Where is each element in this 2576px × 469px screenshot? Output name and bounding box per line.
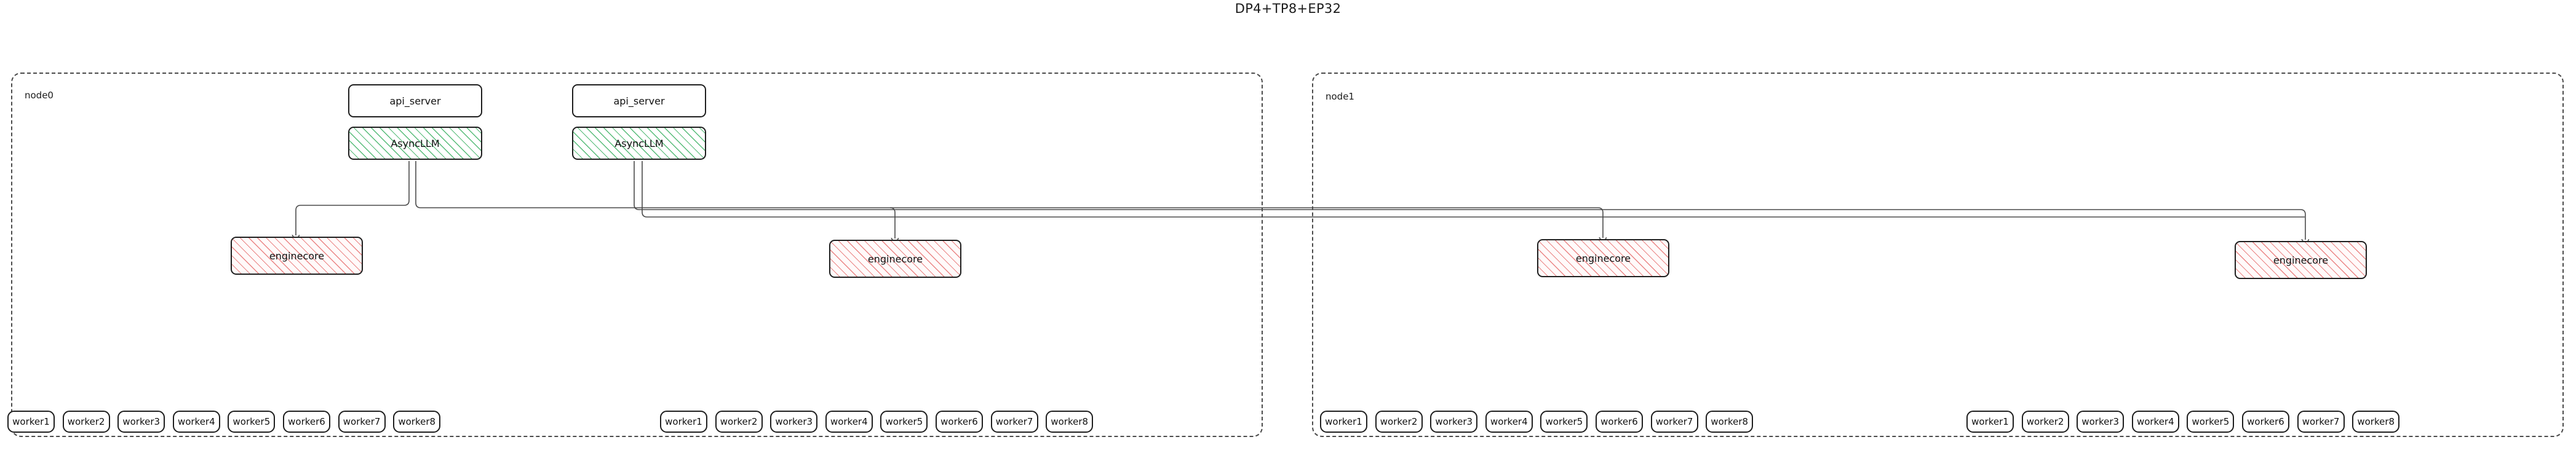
worker-box-node0-g1-2[interactable]: worker2 (715, 411, 763, 433)
node-label-node0: node0 (25, 90, 54, 101)
asyncllm-node0-1[interactable]: AsyncLLM (572, 127, 706, 160)
node-container-node0 (11, 73, 1263, 437)
worker-box-node1-g1-3[interactable]: worker3 (2077, 411, 2125, 433)
asyncllm-label: AsyncLLM (614, 137, 664, 149)
worker-box-node1-g0-3[interactable]: worker3 (1430, 411, 1478, 433)
asyncllm-node0-0[interactable]: AsyncLLM (348, 127, 482, 160)
worker-box-node1-g1-1[interactable]: worker1 (1966, 411, 2014, 433)
node-label-node1: node1 (1326, 91, 1354, 102)
worker-box-node1-g1-2[interactable]: worker2 (2021, 411, 2069, 433)
api-server-node0-1[interactable]: api_server (572, 84, 706, 117)
worker-box-node0-g0-4[interactable]: worker4 (172, 411, 220, 433)
worker-box-node1-g1-5[interactable]: worker5 (2187, 411, 2235, 433)
page-title: DP4+TP8+EP32 (1234, 1, 1342, 16)
worker-label: worker1 (1325, 416, 1362, 427)
worker-label: worker4 (1490, 416, 1528, 427)
worker-box-node0-g0-5[interactable]: worker5 (228, 411, 276, 433)
worker-box-node1-g0-4[interactable]: worker4 (1485, 411, 1533, 433)
worker-box-node1-g0-1[interactable]: worker1 (1320, 411, 1367, 433)
worker-label: worker7 (2302, 416, 2340, 427)
worker-label: worker7 (995, 416, 1033, 427)
worker-box-node1-g0-5[interactable]: worker5 (1540, 411, 1588, 433)
worker-box-node0-g0-1[interactable]: worker1 (7, 411, 55, 433)
worker-label: worker8 (1051, 416, 1089, 427)
worker-box-node0-g1-3[interactable]: worker3 (770, 411, 818, 433)
worker-label: worker7 (343, 416, 381, 427)
worker-label: worker3 (2081, 416, 2120, 427)
enginecore-label: enginecore (1575, 252, 1631, 264)
worker-box-node0-g0-2[interactable]: worker2 (62, 411, 110, 433)
worker-label: worker5 (1545, 416, 1583, 427)
worker-label: worker1 (12, 416, 50, 427)
worker-box-node0-g0-6[interactable]: worker6 (283, 411, 330, 433)
enginecore-label: enginecore (269, 250, 325, 262)
worker-label: worker4 (2136, 416, 2174, 427)
api-server-label: api_server (613, 95, 665, 107)
worker-box-node1-g1-6[interactable]: worker6 (2242, 411, 2289, 433)
worker-box-node0-g1-6[interactable]: worker6 (936, 411, 983, 433)
worker-label: worker3 (1435, 416, 1473, 427)
worker-label: worker2 (1380, 416, 1418, 427)
worker-box-node1-g0-2[interactable]: worker2 (1375, 411, 1423, 433)
enginecore-label: enginecore (867, 253, 923, 265)
worker-box-node0-g1-8[interactable]: worker8 (1046, 411, 1094, 433)
worker-box-node0-g0-8[interactable]: worker8 (393, 411, 441, 433)
worker-box-node1-g0-6[interactable]: worker6 (1596, 411, 1643, 433)
worker-label: worker5 (233, 416, 271, 427)
worker-box-node1-g0-8[interactable]: worker8 (1706, 411, 1754, 433)
worker-label: worker8 (398, 416, 436, 427)
worker-label: worker1 (665, 416, 702, 427)
worker-label: worker4 (177, 416, 215, 427)
worker-box-node0-g1-5[interactable]: worker5 (880, 411, 928, 433)
api-server-label: api_server (389, 95, 441, 107)
worker-label: worker3 (775, 416, 813, 427)
worker-box-node0-g1-4[interactable]: worker4 (825, 411, 873, 433)
worker-label: worker7 (1655, 416, 1693, 427)
asyncllm-label: AsyncLLM (391, 137, 440, 149)
worker-label: worker6 (288, 416, 325, 427)
worker-label: worker6 (2247, 416, 2284, 427)
enginecore-label: enginecore (2273, 254, 2329, 266)
worker-label: worker5 (885, 416, 923, 427)
worker-box-node1-g1-8[interactable]: worker8 (2352, 411, 2400, 433)
worker-box-node1-g1-7[interactable]: worker7 (2297, 411, 2345, 433)
api-server-node0-0[interactable]: api_server (348, 84, 482, 117)
enginecore-node1-1[interactable]: enginecore (2235, 241, 2367, 279)
enginecore-node0-1[interactable]: enginecore (829, 240, 961, 278)
worker-box-node0-g0-7[interactable]: worker7 (338, 411, 386, 433)
worker-label: worker2 (720, 416, 758, 427)
worker-box-node0-g1-7[interactable]: worker7 (990, 411, 1038, 433)
worker-label: worker1 (1971, 416, 2009, 427)
enginecore-node0-0[interactable]: enginecore (231, 237, 363, 275)
worker-label: worker4 (830, 416, 868, 427)
worker-label: worker8 (2357, 416, 2395, 427)
worker-box-node0-g0-3[interactable]: worker3 (117, 411, 165, 433)
worker-label: worker2 (2026, 416, 2064, 427)
worker-box-node1-g1-4[interactable]: worker4 (2131, 411, 2179, 433)
node-container-node1 (1312, 73, 2564, 437)
enginecore-node1-0[interactable]: enginecore (1537, 239, 1669, 277)
worker-label: worker8 (1711, 416, 1749, 427)
worker-label: worker2 (67, 416, 105, 427)
worker-box-node1-g0-7[interactable]: worker7 (1650, 411, 1698, 433)
worker-label: worker6 (940, 416, 978, 427)
worker-label: worker3 (122, 416, 161, 427)
worker-label: worker5 (2192, 416, 2230, 427)
worker-box-node0-g1-1[interactable]: worker1 (660, 411, 707, 433)
worker-label: worker6 (1600, 416, 1638, 427)
